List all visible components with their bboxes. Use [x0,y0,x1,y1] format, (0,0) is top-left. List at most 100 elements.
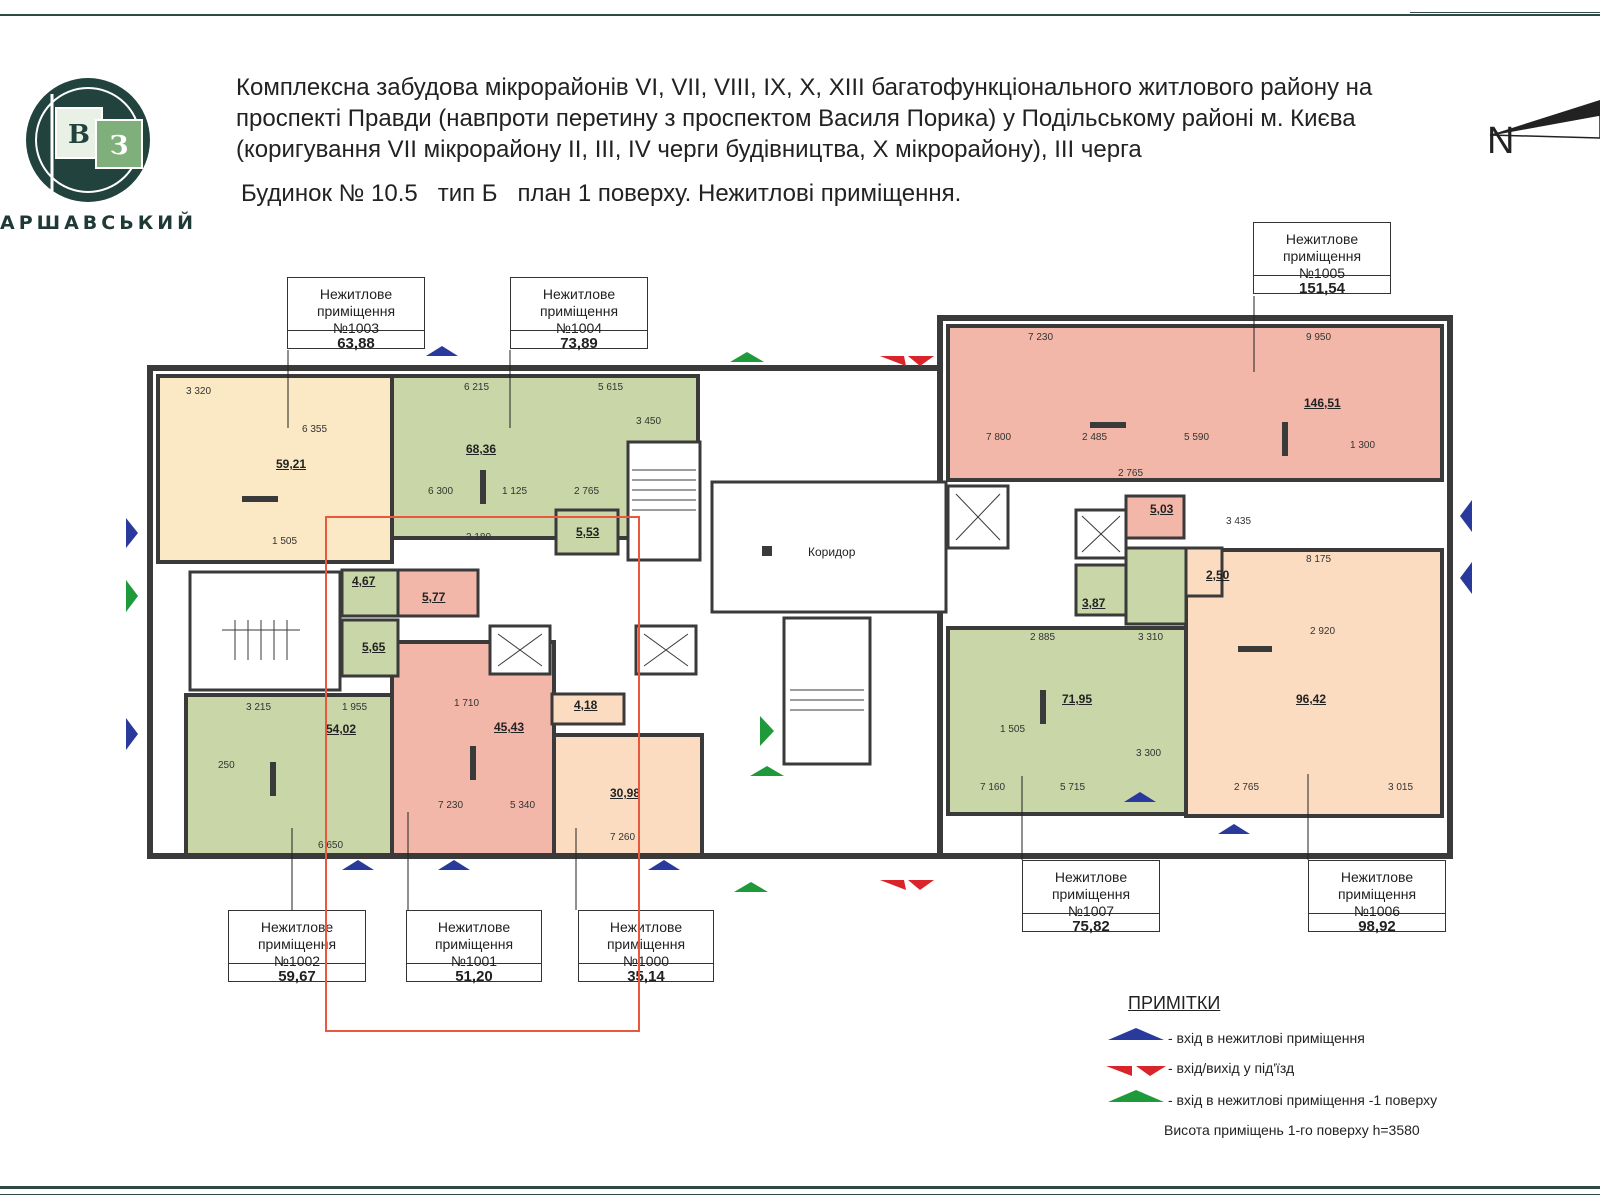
frame-line-top [0,14,1600,16]
frame-line-bottom [0,1186,1600,1189]
room-area-1007: 71,95 [1062,692,1093,706]
dim-label: 3 320 [186,386,211,397]
room-area-wc-6: 5,03 [1150,502,1174,516]
dimension-labels: 3 320 6 215 5 615 7 230 9 950 6 355 3 45… [186,332,1413,851]
room-1002 [184,693,394,857]
dim-label: 6 300 [428,486,453,497]
room-area-1005: 146,51 [1304,396,1341,410]
dim-label: 8 175 [1306,554,1331,565]
dim-label: 9 950 [1306,332,1331,343]
premise-area: 73,89 [560,335,598,352]
premise-area: 75,82 [1072,918,1110,935]
page-title: Комплексна забудова мікрорайонів VI, VII… [236,74,1373,163]
wet-rooms [340,494,1224,726]
dim-label: 3 015 [1388,782,1413,793]
room-area-1004: 68,36 [466,442,497,456]
dim-label: 3 300 [1136,748,1161,759]
dim-label: 7 160 [980,782,1005,793]
legend-red-entry-icon [1106,1066,1132,1076]
room-1000 [552,733,704,857]
dim-label: 5 590 [1184,432,1209,443]
premise-label: Нежитлове приміщення №1001 [407,911,541,969]
premise-box-1000: Нежитлове приміщення №1000 35,14 [578,910,714,985]
premise-area: 63,88 [337,335,375,352]
legend-blue-triangle-icon [1108,1028,1164,1040]
dim-label: 250 [218,760,235,771]
room-1006 [1184,548,1444,818]
dim-label: 1 710 [454,698,479,709]
room-1005 [946,324,1444,482]
logo-letter-v: В [68,120,90,150]
premise-label: Нежитлове приміщення №1004 [511,278,647,336]
premise-box-1002: Нежитлове приміщення №1002 59,67 [228,910,366,985]
dim-label: 3 310 [1138,632,1163,643]
dim-label: 3 450 [636,416,661,427]
room-area-1003: 59,21 [276,457,307,471]
dim-label: 7 230 [438,800,463,811]
premise-area: 51,20 [455,968,493,985]
room-area-wc-7: 3,87 [1082,596,1106,610]
room-area-1006: 96,42 [1296,692,1327,706]
logo-emblem: В З [26,78,150,202]
premise-area: 151,54 [1299,280,1345,297]
note-item: - вхід в нежитлові приміщення -1 поверху [1168,1092,1438,1108]
room-area-wc-4: 5,65 [362,640,386,654]
room-area-wc-3: 5,77 [422,590,446,604]
dim-label: 5 340 [510,800,535,811]
dim-label: 3 180 [466,532,491,543]
entry-markers [126,346,1472,892]
dim-label: 2 765 [574,486,599,497]
dim-label: 1 300 [1350,440,1375,451]
lift-shafts [488,484,1128,676]
columns [242,422,1288,796]
room-area-wc-2: 4,67 [352,574,376,588]
premise-box-1005: Нежитлове приміщення №1005 151,54 [1253,222,1391,297]
corridor-area [710,480,948,614]
logo-text: АРШАВСЬКИЙ [0,212,198,234]
north-label: N [1487,120,1515,162]
dim-label: 1 125 [502,486,527,497]
dim-label: 2 885 [1030,632,1055,643]
legend-green-triangle-icon [1108,1090,1164,1102]
note-height: Висота приміщень 1-го поверху h=3580 [1164,1122,1420,1138]
dim-label: 2 765 [1234,782,1259,793]
dim-label: 2 920 [1310,626,1335,637]
note-item: - вхід в нежитлові приміщення [1168,1030,1365,1046]
room-area-1000: 30,98 [610,786,641,800]
room-area-1002: 54,02 [326,722,357,736]
leader-lines [287,296,1309,910]
dim-label: 6 650 [318,840,343,851]
premise-box-1001: Нежитлове приміщення №1001 51,20 [406,910,542,985]
dim-label: 6 215 [464,382,489,393]
room-1007 [946,626,1188,816]
dim-label: 7 260 [610,832,635,843]
note-item: - вхід/вихід у під'їзд [1168,1060,1295,1076]
dim-label: 7 230 [1028,332,1053,343]
premise-label: Нежитлове приміщення №1007 [1023,861,1159,919]
dim-label: 1 955 [342,702,367,713]
stairs-center [782,616,872,766]
premise-box-1006: Нежитлове приміщення №1006 98,92 [1308,860,1446,935]
highlight-rectangle [325,516,640,1032]
room-area-1001: 45,43 [494,720,525,734]
page-subtitle: Будинок № 10.5 тип Б план 1 поверху. Неж… [241,180,962,207]
dim-label: 1 505 [272,536,297,547]
room-area-wc-5: 4,18 [574,698,598,712]
room-area-wc-1: 5,53 [576,525,600,539]
dim-label: 1 505 [1000,724,1025,735]
dim-label: 2 765 [1118,468,1143,479]
dim-label: 5 715 [1060,782,1085,793]
room-area-wc-8: 2,50 [1206,568,1230,582]
premise-label: Нежитлове приміщення №1006 [1309,861,1445,919]
room-1003 [156,374,394,564]
dim-label: 6 355 [302,424,327,435]
premise-box-1003: Нежитлове приміщення №1003 63,88 [287,277,425,352]
stairs-top [626,440,702,562]
premise-box-1004: Нежитлове приміщення №1004 73,89 [510,277,648,352]
premise-area: 35,14 [627,968,665,985]
dim-label: 3 435 [1226,516,1251,527]
premise-label: Нежитлове приміщення №1002 [229,911,365,969]
dim-label: 3 215 [246,702,271,713]
logo-letter-z: З [110,131,129,161]
